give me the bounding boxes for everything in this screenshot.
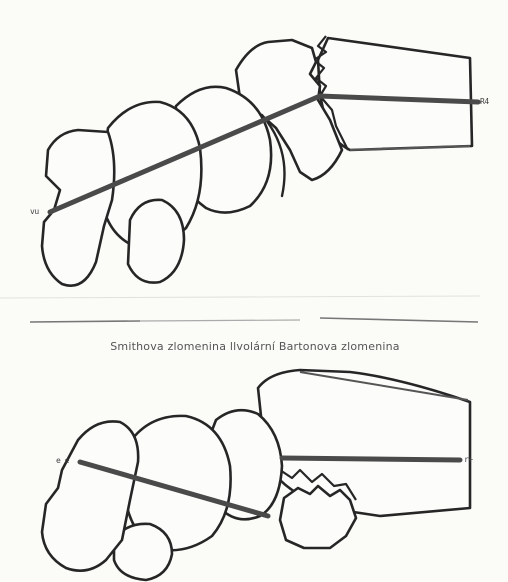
top-right-marker: R4 — [480, 97, 489, 106]
bottom-right-marker: r+ — [464, 455, 473, 464]
bottom-shaft-axis — [282, 458, 460, 460]
top-wrist-diagram — [42, 36, 478, 286]
top-radius-shaft — [318, 38, 472, 150]
bottom-wrist-diagram — [42, 370, 470, 580]
top-left-marker: vu — [30, 207, 39, 216]
separator-rules — [0, 296, 480, 322]
bottom-volar-fragment — [280, 486, 356, 548]
top-metacarpal-base — [42, 130, 114, 286]
top-carpal-pisiform — [128, 200, 184, 283]
figure-caption: Smithova zlomenina llvolární Bartonova z… — [40, 340, 470, 353]
bottom-left-marker: e e — [56, 456, 69, 465]
